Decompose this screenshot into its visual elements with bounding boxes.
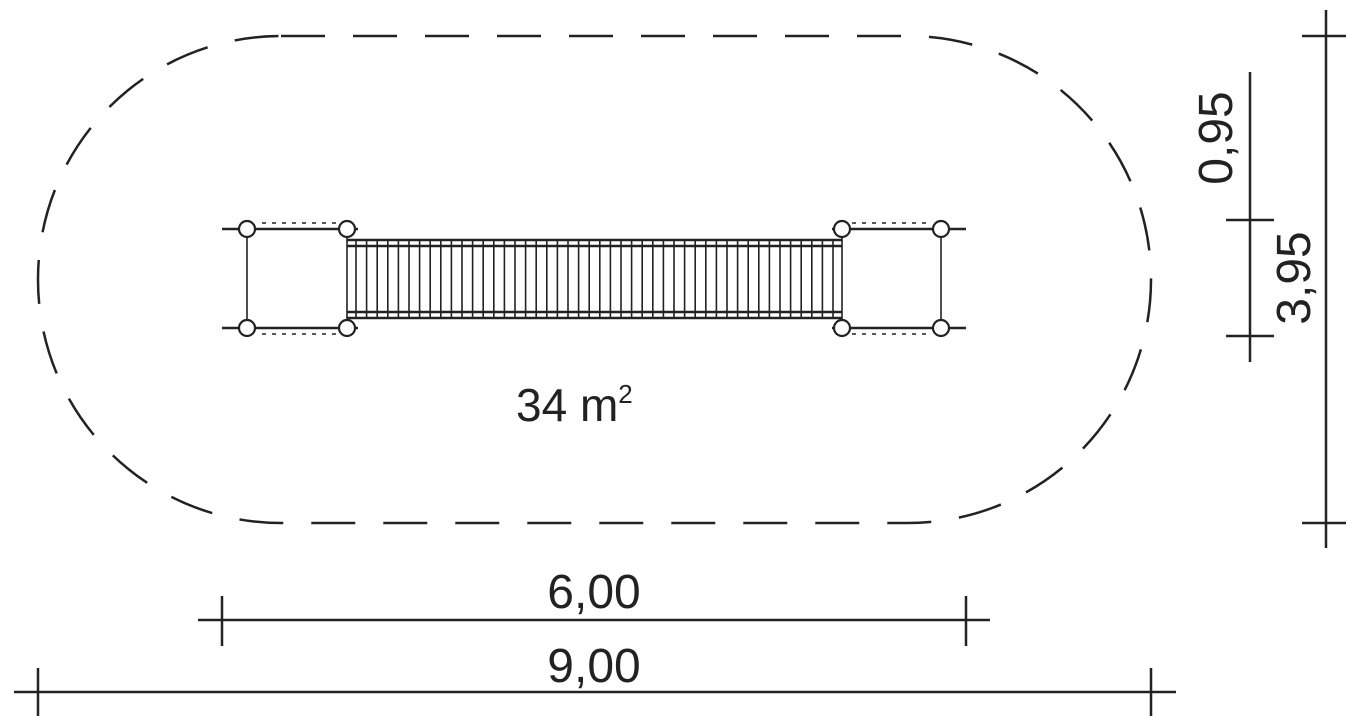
post-marker bbox=[337, 318, 357, 338]
area-label: 34 m2 bbox=[516, 379, 633, 431]
post-marker bbox=[337, 219, 357, 239]
inner-width-label: 6,00 bbox=[547, 566, 640, 619]
post-marker bbox=[832, 318, 852, 338]
outer-width-label: 9,00 bbox=[547, 640, 640, 693]
safety-zone-outline bbox=[36, 34, 1153, 525]
post-marker bbox=[832, 219, 852, 239]
post-marker bbox=[931, 219, 951, 239]
left-platform bbox=[222, 219, 358, 338]
suspension-bridge bbox=[347, 238, 842, 320]
post-marker bbox=[931, 318, 951, 338]
outer-height-dimension bbox=[1302, 10, 1346, 548]
area-value: 34 m bbox=[516, 379, 618, 431]
offset-height-label: 0,95 bbox=[1190, 91, 1243, 184]
post-marker bbox=[237, 318, 257, 338]
height-dimensions: 0,95 3,95 bbox=[1190, 72, 1321, 362]
inner-width-dimension: 6,00 bbox=[198, 566, 990, 646]
post-marker bbox=[237, 219, 257, 239]
outer-width-dimension: 9,00 bbox=[14, 640, 1176, 716]
right-platform bbox=[832, 219, 966, 338]
inner-height-label: 3,95 bbox=[1268, 231, 1321, 324]
area-unit-superscript: 2 bbox=[618, 379, 632, 409]
